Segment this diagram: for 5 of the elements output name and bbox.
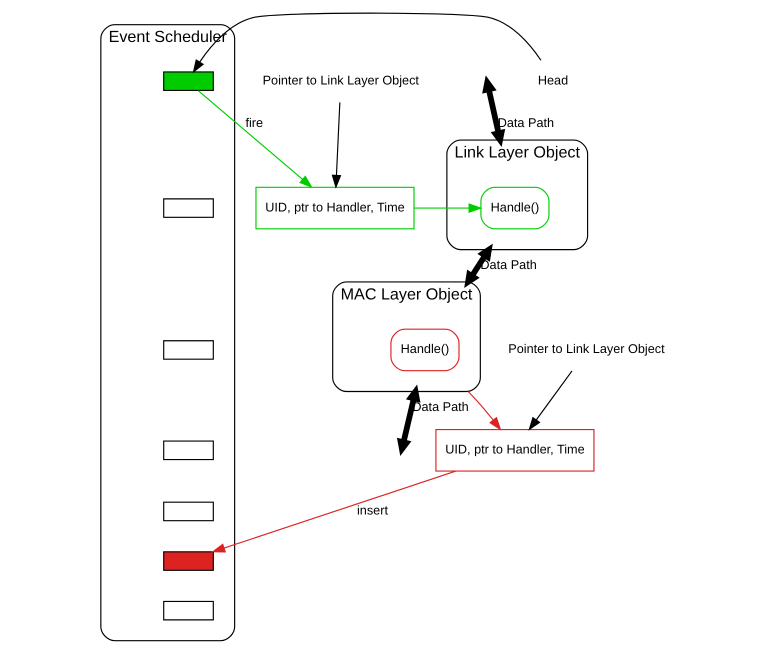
edge-label: fire <box>244 116 263 130</box>
node-text: Pointer to Link Layer Object <box>262 73 418 88</box>
node-text: Head <box>537 73 568 88</box>
edge-label: insert <box>356 504 388 518</box>
node-text: Pointer to Link Layer Object <box>508 342 664 356</box>
